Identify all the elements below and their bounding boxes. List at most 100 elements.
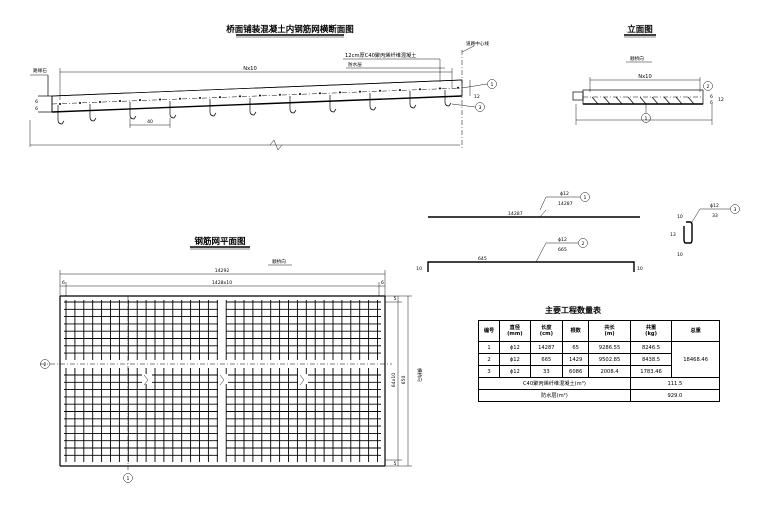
waterproof-label-cell: 防水层(m²) [478, 389, 631, 402]
bar3-height: 13 [670, 232, 676, 238]
bar1-callout: 1 [584, 195, 587, 201]
table-row: 1 ϕ12 14287 65 9286.55 8246.5 18468.46 [477, 341, 720, 378]
plan-edge-left: 6 [62, 280, 65, 286]
dim-6b: 6 [35, 106, 38, 112]
plan-side-label: 横桥向 [416, 368, 423, 382]
plan-view-drawing: 钢筋网平面图 顺桥向 14292 1428x10 6 6 64x [40, 236, 423, 483]
bar3-callout: 3 [734, 207, 737, 213]
bar3-top: 10 [677, 214, 683, 220]
cross-section-bar-dots [59, 86, 459, 105]
header-count: 根数 [562, 320, 590, 342]
bar2-diameter: ϕ12 [558, 237, 567, 243]
table-cell: 2 [477, 353, 501, 366]
plan-height-total: 650 [401, 376, 407, 385]
callout-1-circle [487, 79, 497, 89]
bar-detail-1: 14287 ϕ12 14287 1 [428, 191, 640, 218]
table-cell: 1 [477, 341, 501, 354]
bar2-callout: 2 [582, 241, 585, 247]
bar2-length: 665 [558, 247, 567, 253]
bar1-diameter: ϕ12 [560, 191, 569, 197]
table-cell: 14287 [529, 341, 564, 354]
cross-section-title: 桥面铺装混凝土内钢筋网横断面图 [226, 24, 354, 35]
bar1-length: 14287 [558, 201, 573, 207]
plan-height-spacing: 64x10 [391, 373, 397, 387]
total-weight-cell: 18468.46 [671, 341, 720, 378]
table-cell: ϕ12 [499, 353, 531, 366]
bar2-left-length: 645 [478, 256, 487, 262]
plan-bar-spacing: 1428x10 [212, 280, 232, 286]
waterproof-value-cell: 929.0 [629, 389, 721, 402]
table-cell: 1429 [562, 353, 590, 366]
top-layer-label: 12cm厚C40聚丙烯纤维混凝土 [345, 51, 416, 59]
elevation-callout-2: 2 [707, 84, 710, 90]
dim-6a: 6 [35, 99, 38, 105]
bar1-left-length: 14287 [508, 211, 523, 217]
callout-3: 3 [479, 105, 482, 111]
table-cell: 9286.55 [588, 341, 631, 354]
bar2-hook-left: 10 [416, 266, 422, 272]
centerline-label: 道路中心线 [466, 40, 489, 47]
quantity-table: 编号 直径 (mm) 长度 (cm) 根数 共长 (m) 共重 (kg) 总重 … [477, 320, 721, 402]
plan-callout-1: 1 [127, 476, 130, 482]
table-cell: ϕ12 [499, 365, 531, 378]
plan-edge-bottom: 5 [394, 461, 397, 467]
elevation-span-label: Nx10 [638, 74, 652, 80]
concrete-label-cell: C40聚丙烯纤维混凝土(m³) [478, 377, 631, 390]
bar2-hook-right: 10 [637, 266, 643, 272]
plan-edge-top: 5 [394, 296, 397, 302]
bar3-length: 33 [712, 213, 718, 219]
header-id: 编号 [477, 320, 501, 342]
concrete-value-cell: 111.5 [629, 377, 721, 390]
header-total-length: 共长 (m) [588, 320, 631, 342]
table-cell: 8438.5 [629, 353, 673, 366]
plan-direction-label: 顺桥向 [272, 258, 286, 265]
plan-callout-2: 2 [44, 362, 47, 368]
table-cell: 3 [477, 365, 501, 378]
table-cell: 2008.4 [588, 365, 631, 378]
header-diameter: 直径 (mm) [499, 320, 531, 342]
waterproof-label: 防水层 [348, 61, 362, 68]
rebar-line-longitudinal [51, 87, 463, 105]
table-cell: 665 [529, 353, 564, 366]
concrete-layer-hatch [51, 79, 463, 113]
callout-1: 1 [491, 82, 494, 88]
bar-detail-2: 10 10 645 ϕ12 665 2 [416, 237, 643, 272]
header-total-weight: 共重 (kg) [629, 320, 673, 342]
table-row: 防水层(m²) 929.0 [478, 389, 721, 402]
plan-total-width: 14292 [215, 268, 230, 274]
table-cell: 33 [529, 365, 564, 378]
plan-edge-right: 6 [381, 280, 384, 286]
elevation-direction-label: 顺桥向 [630, 55, 644, 62]
callout-3-circle [475, 102, 485, 112]
cross-section-hooks [57, 90, 452, 125]
elevation-dim-12: 12 [718, 97, 724, 103]
curb-label: 路缘石 [33, 67, 47, 74]
rebar-mesh-grid [59, 295, 386, 467]
elevation-title: 立面图 [627, 24, 653, 35]
table-row: C40聚丙烯纤维混凝土(m³) 111.5 [478, 377, 721, 390]
bar3-bottom: 10 [677, 252, 683, 258]
span-label: Nx10 [243, 66, 257, 72]
waterproof-layer-line [51, 95, 463, 113]
table-cell: 6086 [562, 365, 590, 378]
elevation-dim-6a: 6 [710, 94, 713, 100]
bar-detail-3: 10 13 10 ϕ12 33 3 [670, 203, 740, 258]
elevation-callout-1: 1 [645, 116, 648, 122]
elevation-drawing: 立面图 顺桥向 Nx10 6 6 12 2 1 [572, 24, 724, 125]
table-cell: ϕ12 [499, 341, 531, 354]
quantity-table-title: 主要工程数量表 [545, 306, 601, 315]
elevation-dim-6b: 6 [710, 100, 713, 106]
table-cell: 1783.46 [629, 365, 673, 378]
quantity-table-header-row: 编号 直径 (mm) 长度 (cm) 根数 共长 (m) 共重 (kg) 总重 [477, 320, 720, 342]
table-cell: 9502.85 [588, 353, 631, 366]
header-length: 长度 (cm) [529, 320, 564, 342]
plan-title: 钢筋网平面图 [194, 236, 245, 247]
table-cell: 65 [562, 341, 590, 354]
table-cell: 8246.5 [629, 341, 673, 354]
header-grand-total: 总重 [671, 320, 720, 342]
cross-section-drawing: 桥面铺装混凝土内钢筋网横断面图 [29, 24, 497, 151]
bar3-diameter: ϕ12 [710, 203, 719, 209]
dim-12: 12 [474, 94, 480, 100]
spacing-label: 40 [147, 119, 153, 125]
